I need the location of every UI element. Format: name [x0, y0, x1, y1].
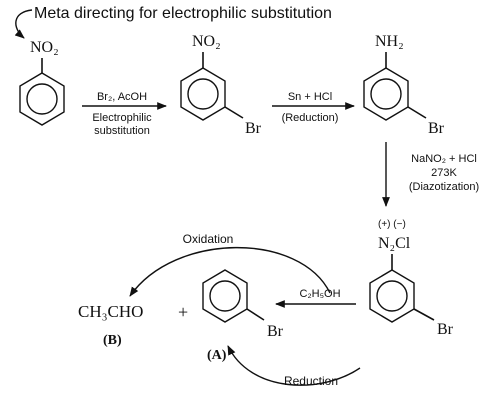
- product-a-halogen: Br: [267, 323, 284, 340]
- nitrobenzene-structure: NO₂: [19, 39, 65, 126]
- step2-arrow-group: Sn + HCl (Reduction): [272, 91, 355, 124]
- step1-label-line1: Electrophilic: [92, 112, 152, 124]
- diazonium-structure: (+) (−) N₂Cl Br: [369, 219, 454, 338]
- bromoaniline-ring: [363, 67, 409, 121]
- bromoaniline-structure: NH₂ Br: [363, 33, 445, 137]
- bromoaniline-halogen: Br: [428, 120, 445, 137]
- reduction-arrow-group: Reduction: [227, 345, 361, 388]
- step1-arrow-group: Br₂, AcOH Electrophilic substitution: [82, 91, 167, 137]
- diazonium-charges: (+) (−): [378, 219, 406, 230]
- diazonium-halogen: Br: [437, 321, 454, 338]
- step1-reagent: Br₂, AcOH: [97, 91, 147, 103]
- step4-arrow-group: C₂H₅OH: [275, 288, 356, 308]
- product-a: Br (A): [202, 269, 284, 363]
- bromonitrobenzene-halogen: Br: [245, 120, 262, 137]
- diazonium-bond-br: [413, 308, 435, 321]
- product-b-formula: CH₃CHO: [78, 302, 143, 321]
- heading-pointer-arrow: [14, 9, 33, 39]
- heading-text: Meta directing for electrophilic substit…: [34, 5, 332, 22]
- product-a-aromatic-circle: [209, 280, 241, 312]
- bromonitrobenzene-aromatic-circle: [187, 78, 219, 110]
- oxidation-arrow: [129, 247, 331, 297]
- product-a-label: (A): [207, 348, 227, 363]
- bromonitrobenzene-substituent: NO₂: [192, 33, 221, 50]
- step3-temp: 273K: [431, 167, 457, 179]
- bromoaniline-substituent: NH₂: [375, 33, 404, 50]
- step2-reagent: Sn + HCl: [288, 91, 332, 103]
- bromonitrobenzene-bond-br: [224, 106, 244, 119]
- step3-arrow-group: NaNO₂ + HCl 273K (Diazotization): [382, 142, 479, 207]
- step4-reagent: C₂H₅OH: [299, 288, 340, 300]
- nitrobenzene-substituent: NO₂: [30, 39, 59, 56]
- diazonium-ring: [369, 269, 415, 323]
- step2-label: (Reduction): [282, 112, 339, 124]
- bromonitrobenzene-structure: NO₂ Br: [180, 33, 262, 137]
- product-a-bond-br: [246, 308, 265, 321]
- nitrobenzene-aromatic-circle: [26, 83, 58, 115]
- product-b: CH₃CHO (B): [78, 302, 143, 348]
- product-a-ring: [202, 269, 248, 323]
- oxidation-label: Oxidation: [183, 232, 234, 246]
- product-b-label: (B): [103, 333, 122, 348]
- plus-sign: +: [178, 302, 188, 322]
- bromoaniline-aromatic-circle: [370, 78, 402, 110]
- step1-label-line2: substitution: [94, 125, 150, 137]
- reduction-arrow: [227, 345, 361, 386]
- nitrobenzene-ring: [19, 72, 65, 126]
- diazonium-aromatic-circle: [376, 280, 408, 312]
- reduction-label: Reduction: [284, 374, 338, 388]
- bromonitrobenzene-ring: [180, 67, 226, 121]
- oxidation-arrow-group: Oxidation: [129, 232, 331, 297]
- bromoaniline-bond-br: [407, 106, 427, 119]
- diazonium-substituent: N₂Cl: [378, 235, 411, 252]
- step3-reagent: NaNO₂ + HCl: [411, 153, 477, 165]
- step3-label: (Diazotization): [409, 181, 479, 193]
